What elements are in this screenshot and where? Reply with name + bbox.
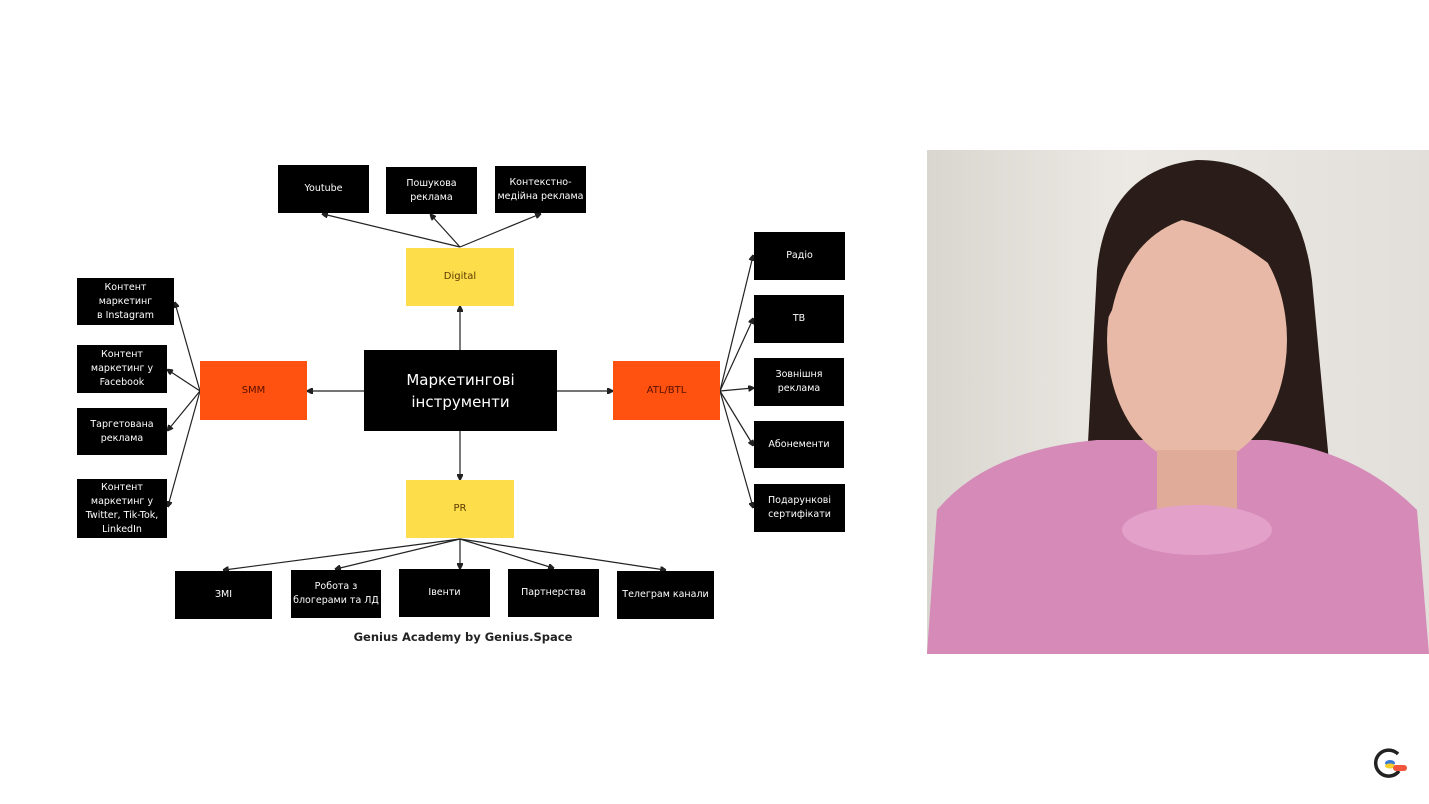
digital-node: Digital xyxy=(406,248,514,306)
center-node: Маркетингові інструменти xyxy=(364,350,557,431)
atl-child: Абонементи xyxy=(754,421,844,468)
atl-btl-node: ATL/BTL xyxy=(613,361,720,420)
presenter-figure xyxy=(927,160,1429,654)
pr-child: Телеграм канали xyxy=(617,571,714,619)
atl-child: ТВ xyxy=(754,295,844,343)
smm-child: Контент маркетинг у Facebook xyxy=(77,345,167,393)
smm-child: Контент маркетинг в Instagram xyxy=(77,278,174,325)
digital-child: Youtube xyxy=(278,165,369,213)
atl-child: Подарункові сертифікати xyxy=(754,484,845,532)
pr-child: Робота з блогерами та ЛД xyxy=(291,570,381,618)
pr-child: Партнерства xyxy=(508,569,599,617)
pr-child: Івенти xyxy=(399,569,490,617)
digital-child: Пошукова реклама xyxy=(386,167,477,214)
smm-child: Контент маркетинг у Twitter, Tik-Tok, Li… xyxy=(77,479,167,538)
pr-child: ЗМІ xyxy=(175,571,272,619)
genius-logo-icon xyxy=(1373,748,1407,778)
digital-child: Контекстно- медійна реклама xyxy=(495,166,586,213)
pr-node: PR xyxy=(406,480,514,538)
smm-child: Таргетована реклама xyxy=(77,408,167,455)
atl-child: Радіо xyxy=(754,232,845,280)
slide-footer: Genius Academy by Genius.Space xyxy=(353,630,573,644)
webcam-video xyxy=(927,150,1429,654)
smm-node: SMM xyxy=(200,361,307,420)
atl-child: Зовнішня реклама xyxy=(754,358,844,406)
